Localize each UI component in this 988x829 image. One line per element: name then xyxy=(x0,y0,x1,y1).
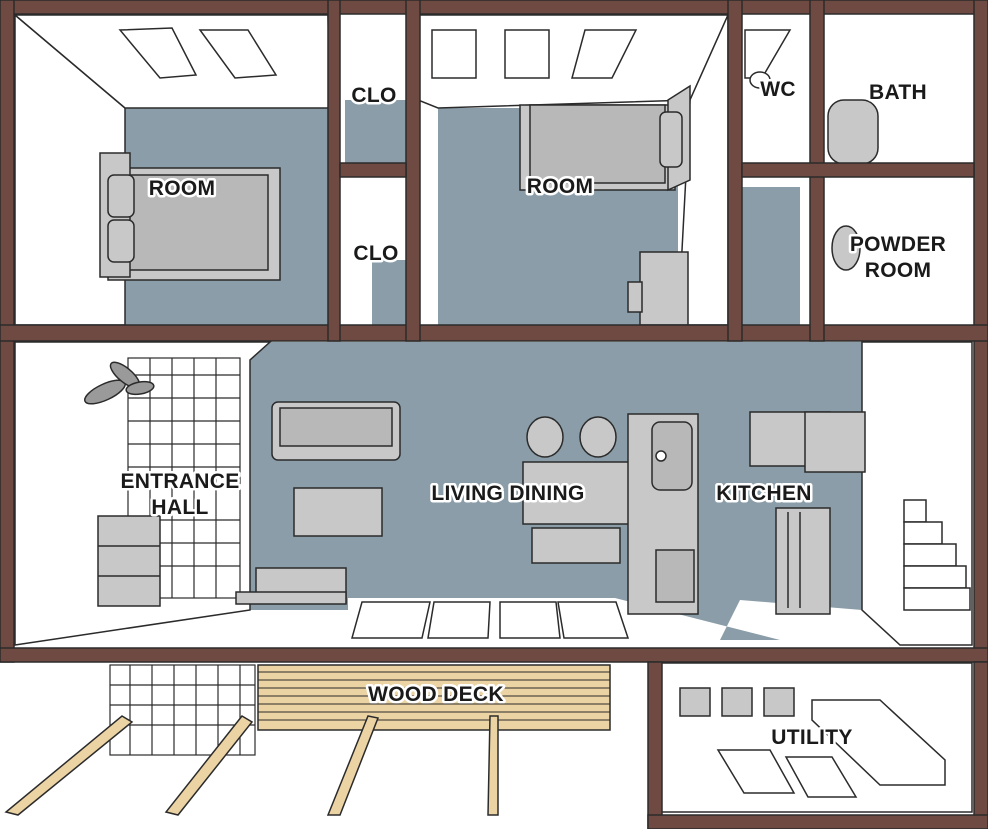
floor-hall-strip xyxy=(742,187,800,325)
stairs xyxy=(903,499,971,611)
label-room-left: ROOM xyxy=(149,177,216,200)
dining-chair xyxy=(579,416,617,458)
label-entrance-hall-line2: HALL xyxy=(151,496,208,519)
deck-surface xyxy=(257,664,611,731)
utility-shelf xyxy=(811,699,946,786)
bathtub xyxy=(827,99,879,165)
furniture xyxy=(84,27,971,798)
floor-clo-upper xyxy=(345,100,406,165)
label-clo-lower: CLO xyxy=(353,242,398,265)
wood-deck xyxy=(4,664,611,816)
floor-clo-lower xyxy=(372,260,406,325)
label-wc: WC xyxy=(760,78,796,101)
dining-chair xyxy=(526,416,564,458)
room-labels: ROOM CLO CLO ROOM WC BATH POWDER ROOM EN… xyxy=(118,76,948,752)
label-powder-room-line2: ROOM xyxy=(865,259,932,282)
powder-sink xyxy=(831,225,861,271)
label-room-center: ROOM xyxy=(527,175,594,198)
label-utility: UTILITY xyxy=(771,726,852,749)
coffee-table xyxy=(293,487,383,537)
desk xyxy=(639,251,689,326)
label-entrance-hall-line1: ENTRANCE xyxy=(120,470,239,493)
desk-chair xyxy=(627,281,643,313)
cupboard xyxy=(775,507,831,615)
label-clo-upper: CLO xyxy=(351,84,396,107)
label-living-dining: LIVING DINING xyxy=(431,482,584,505)
label-kitchen: KITCHEN xyxy=(716,482,811,505)
label-powder-room-line1: POWDER xyxy=(850,233,946,256)
label-wood-deck: WOOD DECK xyxy=(368,683,504,706)
label-bath: BATH xyxy=(869,81,927,104)
deck-beams xyxy=(4,715,499,816)
toilet xyxy=(749,71,771,89)
shoe-cabinet xyxy=(97,515,161,607)
plant xyxy=(84,361,155,405)
washing-machine xyxy=(679,687,711,717)
dining-table xyxy=(522,461,636,525)
